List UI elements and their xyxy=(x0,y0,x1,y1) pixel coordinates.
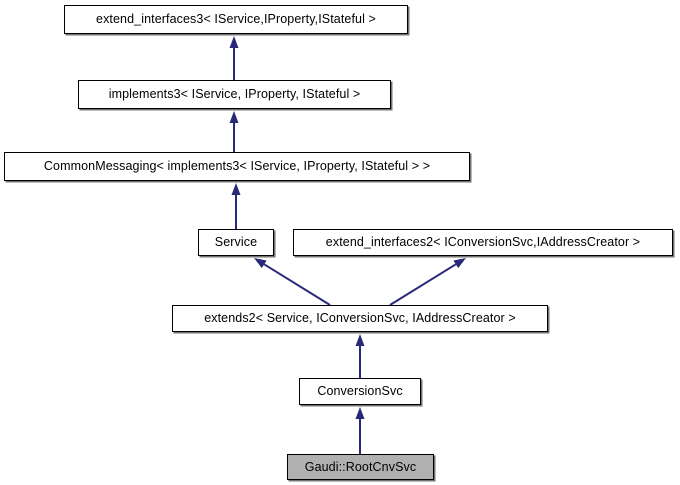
class-node-service[interactable]: Service xyxy=(198,229,274,256)
class-node-label: ConversionSvc xyxy=(317,384,403,399)
inheritance-arrow xyxy=(355,407,365,454)
class-node-label: extends2< Service, IConversionSvc, IAddr… xyxy=(204,311,516,326)
inheritance-arrow xyxy=(229,111,239,152)
class-node-label: extend_interfaces3< IService,IProperty,I… xyxy=(96,12,376,27)
inheritance-arrow xyxy=(229,36,239,80)
class-node-label: Gaudi::RootCnvSvc xyxy=(304,459,417,474)
inheritance-arrow xyxy=(254,258,331,306)
class-node-label: extend_interfaces2< IConversionSvc,IAddr… xyxy=(325,235,641,250)
class-node-label: CommonMessaging< implements3< IService, … xyxy=(43,159,431,174)
class-node-label: Service xyxy=(214,235,258,250)
class-node-extends2[interactable]: extends2< Service, IConversionSvc, IAddr… xyxy=(172,305,548,332)
inheritance-arrow xyxy=(355,334,365,378)
class-node-commonmessaging[interactable]: CommonMessaging< implements3< IService, … xyxy=(4,152,470,181)
class-node-label: implements3< IService, IProperty, IState… xyxy=(108,87,361,102)
class-node-extend_interfaces3[interactable]: extend_interfaces3< IService,IProperty,I… xyxy=(64,5,408,34)
class-node-conversionsvc[interactable]: ConversionSvc xyxy=(299,378,421,405)
class-node-gaudi-rootcnvsvc[interactable]: Gaudi::RootCnvSvc xyxy=(287,454,434,480)
inheritance-arrow xyxy=(231,183,241,229)
class-node-extend_interfaces2[interactable]: extend_interfaces2< IConversionSvc,IAddr… xyxy=(293,229,673,256)
inheritance-arrow xyxy=(389,258,466,306)
class-node-implements3[interactable]: implements3< IService, IProperty, IState… xyxy=(78,80,391,109)
